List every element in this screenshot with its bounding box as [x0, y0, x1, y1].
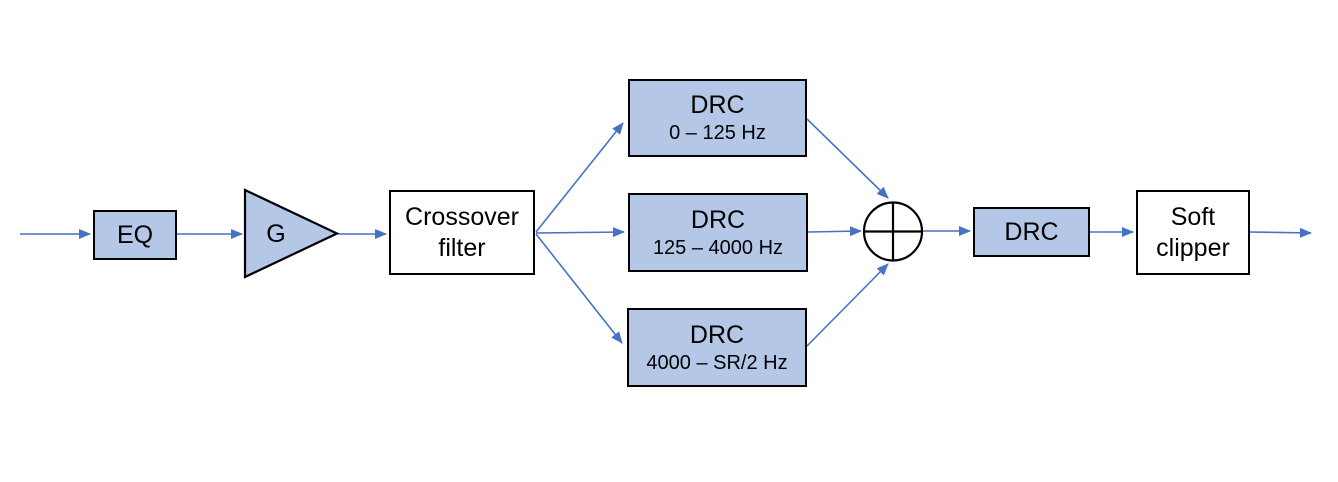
connector-drc-high-to-summer [806, 263, 889, 347]
connector-crossover-to-drc-mid [535, 227, 625, 238]
drc-mid-band-block: DRC 125 – 4000 Hz [628, 193, 808, 272]
drc-low-band-title: DRC [690, 91, 745, 119]
eq-label: EQ [116, 220, 154, 249]
drc-high-band-title: DRC [689, 320, 745, 349]
amplifier-triangle-icon [243, 188, 340, 279]
connector-crossover-to-drc-low [535, 122, 624, 233]
drc-mid-band-title: DRC [690, 205, 746, 234]
circle-plus-icon [862, 201, 924, 262]
drc-high-band-range: 4000 – SR/2 Hz [646, 351, 788, 374]
gain-label: G [266, 219, 286, 248]
drc-high-band-block: DRC 4000 – SR/2 Hz [627, 308, 807, 387]
soft-clipper-block: Soft clipper [1136, 190, 1250, 275]
connector-crossover-to-drc-high [535, 233, 623, 344]
soft-clipper-label: Soft clipper [1156, 203, 1230, 262]
eq-block: EQ [93, 210, 177, 260]
crossover-filter-block: Crossover filter [389, 190, 535, 275]
drc-fullband-block: DRC [973, 207, 1090, 257]
drc-low-band-block: DRC 0 – 125 Hz [628, 79, 807, 157]
drc-fullband-label: DRC [1004, 217, 1059, 246]
drc-low-band-range: 0 – 125 Hz [669, 122, 766, 144]
crossover-filter-label: Crossover filter [405, 203, 519, 262]
connector-clipper-to-output [1249, 227, 1312, 238]
connector-drc-low-to-summer [806, 118, 889, 199]
drc-mid-band-range: 125 – 4000 Hz [652, 236, 784, 259]
connector-drc-mid-to-summer [807, 226, 862, 237]
